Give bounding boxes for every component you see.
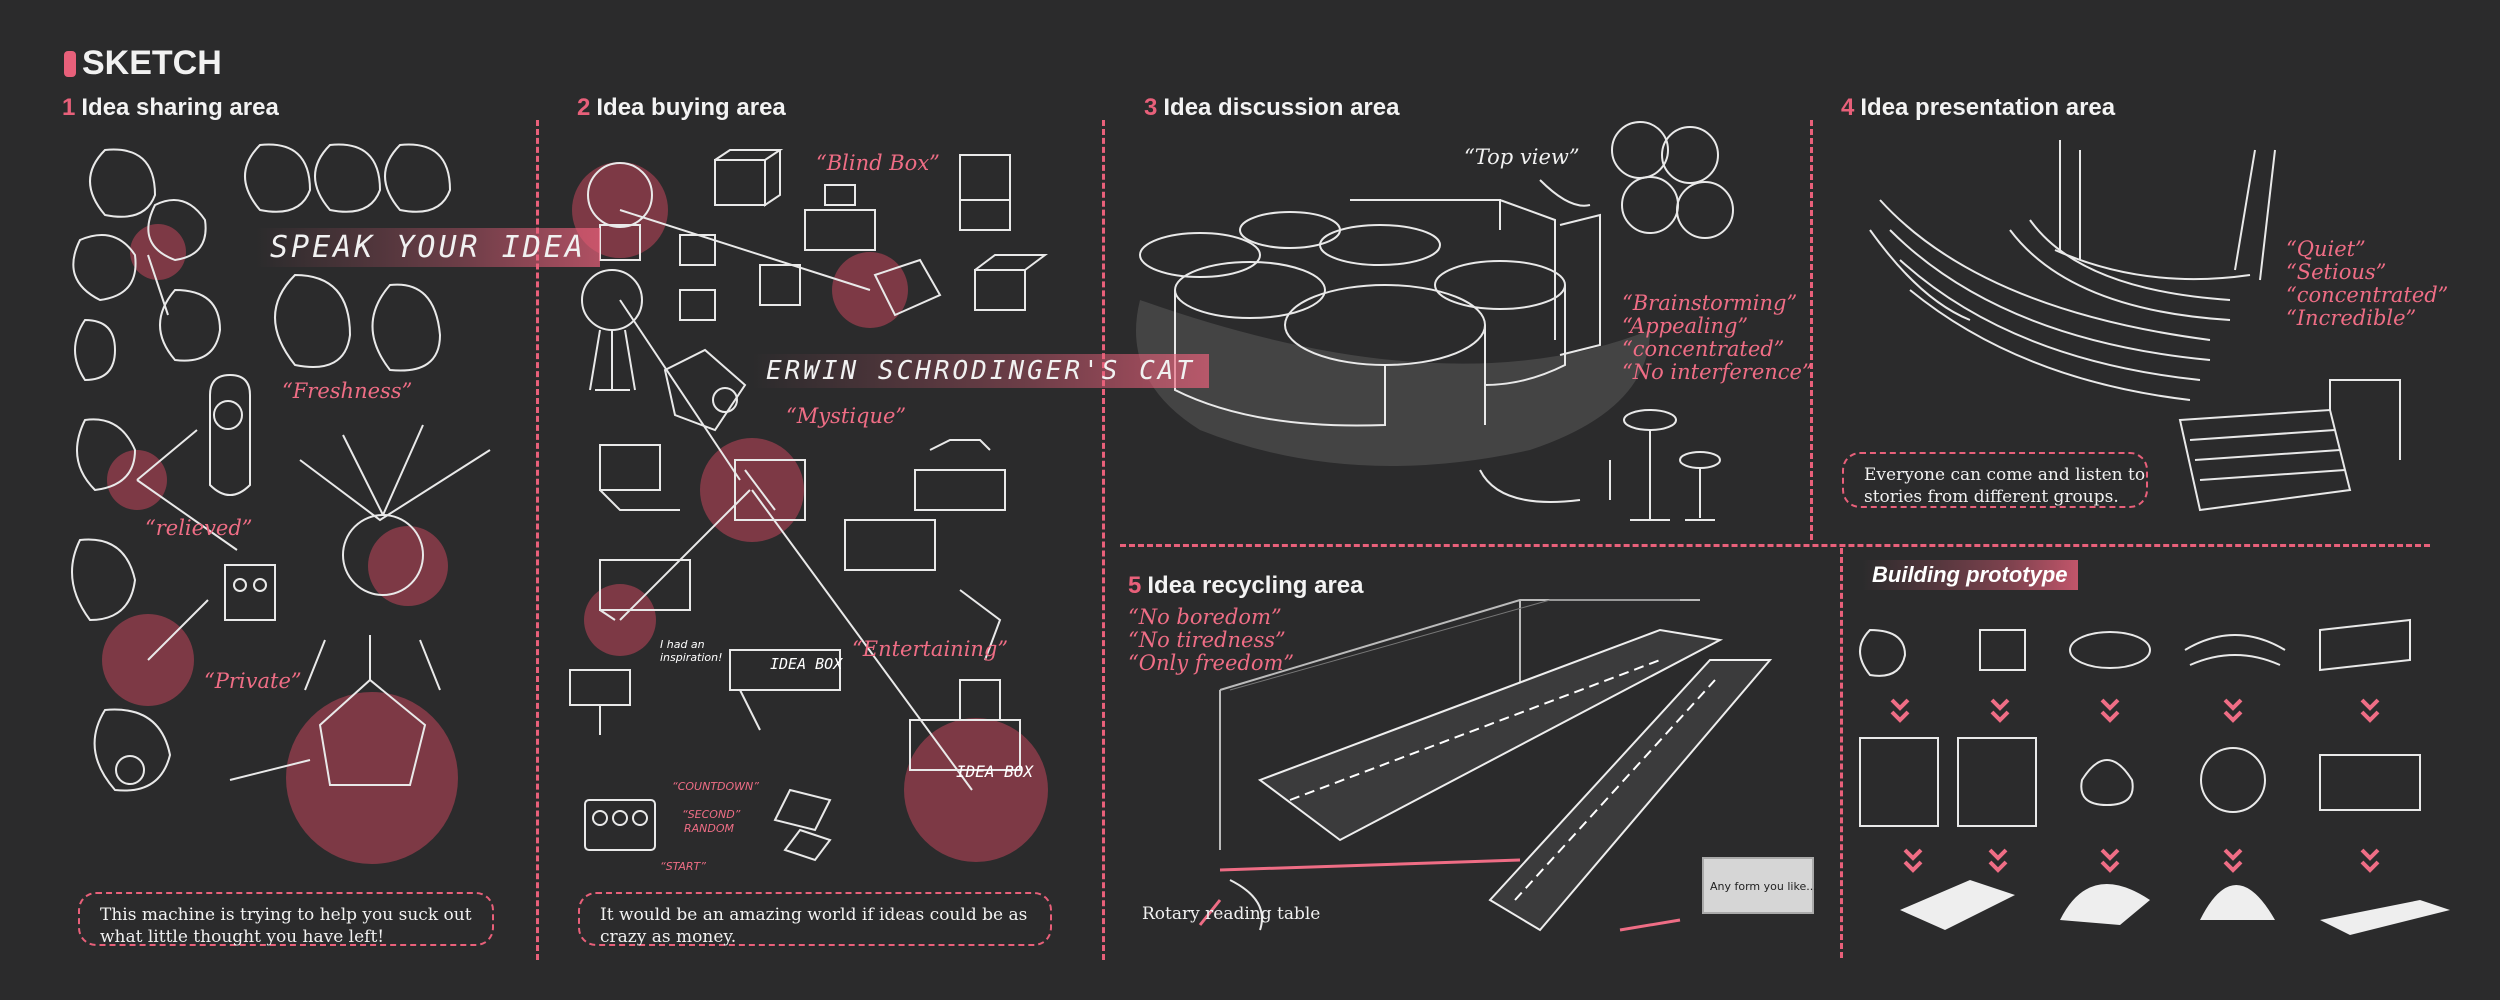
quote-item: “Incredible” <box>2286 306 2417 330</box>
section-number: 5 <box>1128 572 1142 599</box>
quote-mystique: “Mystique” <box>786 404 907 428</box>
note-line: Everyone can come and listen to <box>1864 465 2146 485</box>
quote-item: “No boredom” <box>1128 605 1282 629</box>
quote-item: “Brainstorming” <box>1622 291 1798 315</box>
quote-item: “No interference” <box>1622 360 1813 384</box>
note-line: stories from different groups. <box>1864 487 2119 507</box>
section-label: Idea recycling area <box>1147 572 1364 599</box>
caption-rotary-reading-table: Rotary reading table <box>1142 904 1321 924</box>
quote-private: “Private” <box>204 669 302 693</box>
section-label: Idea buying area <box>596 94 786 121</box>
label-countdown: “COUNTDOWN” <box>672 780 759 793</box>
quote-item: “Quiet” <box>2286 237 2366 261</box>
label-idea-box-2: IDEA BOX <box>956 762 1034 781</box>
down-arrows-icon <box>1890 698 2380 873</box>
quote-entertaining: “Entertaining” <box>852 637 1009 661</box>
section-label: Idea sharing area <box>81 94 279 121</box>
form-card-text: Any form you like... <box>1710 880 1817 893</box>
note-line: It would be an amazing world if ideas co… <box>600 905 1028 925</box>
section-label: Idea discussion area <box>1163 94 1400 121</box>
label-top-view: “Top view” <box>1464 145 1580 169</box>
quotes-section-5: “No boredom” “No tiredness” “Only freedo… <box>1128 606 1294 675</box>
section-number: 3 <box>1144 94 1158 121</box>
label-random: RANDOM <box>684 822 735 835</box>
quotes-section-4: “Quiet” “Setious” “concentrated” “Incred… <box>2286 238 2448 330</box>
stamp-speak-your-idea: SPEAK YOUR IDEA <box>256 228 600 267</box>
discussion-pods-icon <box>1136 121 1734 521</box>
note-line: This machine is trying to help you suck … <box>100 905 472 925</box>
section-label: Idea presentation area <box>1860 94 2116 121</box>
quote-relieved: “relieved” <box>145 516 253 540</box>
quote-freshness: “Freshness” <box>282 379 413 403</box>
note-line: what little thought you have left! <box>100 927 385 947</box>
stamp-schrodingers-cat: ERWIN SCHRODINGER'S CAT <box>752 354 1210 388</box>
divider-5 <box>1120 544 2430 547</box>
note-section-1: This machine is trying to help you suck … <box>78 892 494 947</box>
divider-2 <box>1102 120 1105 960</box>
quote-item: “Only freedom” <box>1128 651 1295 675</box>
note-line: crazy as money. <box>600 927 737 947</box>
label-idea-box-1: IDEA BOX <box>770 655 843 673</box>
section-number: 4 <box>1841 94 1855 121</box>
amphitheatre-icon <box>1869 140 2401 512</box>
quote-item: “concentrated” <box>2286 283 2449 307</box>
note-section-4: Everyone can come and listen to stories … <box>1842 452 2148 508</box>
helmet-sketches-icon <box>71 143 491 864</box>
machine-and-box-sketches-icon <box>569 149 1048 862</box>
divider-1 <box>536 120 539 960</box>
section-number: 1 <box>62 94 76 121</box>
quotes-section-3: “Brainstorming” “Appealing” “concentrate… <box>1622 292 1813 384</box>
divider-3 <box>1810 120 1813 540</box>
quote-item: “concentrated” <box>1622 337 1785 361</box>
page-title-text: SKETCH <box>82 44 222 82</box>
form-card <box>1702 857 1814 914</box>
recycling-track-icon <box>1198 599 1814 932</box>
title-accent-bar <box>64 50 76 77</box>
page-title: SKETCH <box>64 44 222 83</box>
quote-blind-box: “Blind Box” <box>816 151 940 175</box>
section-number: 2 <box>577 94 591 121</box>
quote-item: “No tiredness” <box>1128 628 1286 652</box>
quote-item: “Appealing” <box>1622 314 1749 338</box>
label-second: “SECOND” <box>682 808 741 821</box>
prototype-sketches-icon <box>1859 618 2450 935</box>
quote-item: “Setious” <box>2286 260 2387 284</box>
label-start: “START” <box>660 860 706 873</box>
label-inspiration: I had an inspiration! <box>660 638 723 664</box>
divider-4 <box>1840 548 1843 958</box>
building-prototype-title: Building prototype <box>1862 560 2078 590</box>
note-section-2: It would be an amazing world if ideas co… <box>578 892 1052 947</box>
